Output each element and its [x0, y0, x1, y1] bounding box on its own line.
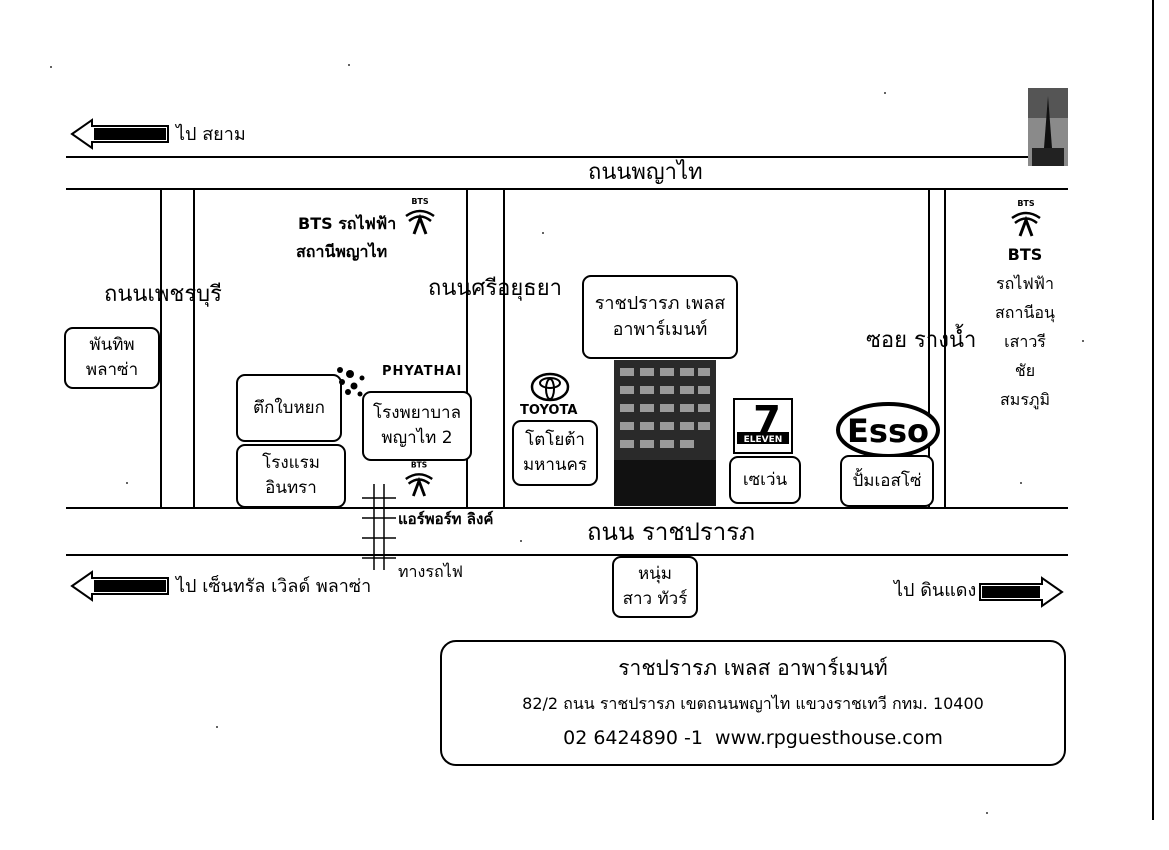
to-central-world-label: ไป เซ็นทรัล เวิลด์ พลาซ่า — [176, 576, 372, 597]
svg-text:BTS: BTS — [411, 461, 427, 470]
scan-speck — [216, 726, 218, 728]
scan-speck — [1020, 482, 1022, 484]
info-address: 82/2 ถนน ราชปรารภ เขตถนนพญาไท แขวงราชเทว… — [522, 693, 984, 713]
place-line: ตึกใบหยก — [253, 397, 325, 418]
ratchaprarop-road-top-edge — [66, 507, 1068, 509]
num-sao-tour-box: หนุ่ม สาว ทัวร์ — [612, 556, 698, 618]
airport-link-label: แอร์พอร์ท ลิงค์ — [398, 510, 494, 528]
place-line: โตโยต้า — [525, 430, 585, 451]
bts-phaya-thai-line2: สถานีพญาไท — [296, 242, 388, 261]
soi-rang-nam-right-edge — [944, 189, 946, 507]
place-line: โรงแรม — [262, 453, 320, 474]
bts-victory-line: สมรภูมิ — [1000, 390, 1050, 409]
scan-speck — [520, 540, 522, 542]
scan-speck — [50, 66, 52, 68]
phaya-thai-road-top-edge — [66, 156, 1068, 158]
ratchaprarop-place-apartment-box: ราชปรารภ เพลส อาพาร์เมนท์ — [582, 275, 738, 359]
pantip-plaza-box: พันทิพ พลาซ่า — [64, 327, 160, 389]
place-line: โรงพยาบาล — [372, 403, 462, 424]
place-line: หนุ่ม — [637, 564, 673, 585]
place-line: พลาซ่า — [85, 360, 139, 380]
info-name: ราชปรารภ เพลส อาพาร์เมนท์ — [618, 656, 888, 681]
address-info-box: ราชปรารภ เพลส อาพาร์เมนท์ 82/2 ถนน ราชปร… — [440, 640, 1066, 766]
to-central-world-arrow-icon — [70, 570, 169, 602]
to-siam-label: ไป สยาม — [176, 124, 246, 145]
to-din-daeng-label: ไป ดินแดง — [894, 580, 977, 601]
place-line: เซเว่น — [742, 469, 788, 490]
to-siam-arrow-icon — [70, 118, 169, 150]
bts-victory-logo-icon: BTS — [1011, 199, 1041, 237]
place-line: สาว ทัวร์ — [622, 589, 688, 609]
soi-rang-nam-left-edge — [928, 189, 930, 507]
place-line: อาพาร์เมนท์ — [612, 319, 708, 340]
bts-victory-line: ชัย — [1014, 361, 1036, 380]
seven-word: ELEVEN — [744, 435, 783, 445]
scan-speck — [348, 64, 350, 66]
phyathai-2-hospital-box: โรงพยาบาล พญาไท 2 — [362, 391, 472, 461]
railway-track-icon — [362, 484, 396, 570]
phyathai-logo-text: PHYATHAI — [382, 364, 463, 379]
svg-text:BTS: BTS — [1017, 199, 1035, 208]
phaya-thai-road-label: ถนนพญาไท — [588, 160, 703, 185]
place-line: ราชปรารภ เพลส — [594, 292, 726, 314]
bts-phaya-thai-logo-icon: BTS — [405, 197, 435, 235]
toyota-logo-icon — [530, 372, 570, 402]
si-ayutthaya-road-left-edge — [466, 189, 468, 507]
airport-link-logo-icon: BTS — [405, 461, 433, 497]
baiyoke-tower-box: ตึกใบหยก — [236, 374, 342, 442]
soi-rang-nam-label: ซอย รางน้ำ — [866, 328, 977, 353]
railway-label: ทางรถไฟ — [398, 562, 463, 581]
esso-station-box: ปั้มเอสโซ่ — [840, 455, 934, 507]
scan-speck — [542, 232, 544, 234]
phetchaburi-road-right-edge — [193, 189, 195, 507]
seven-eleven-box: เซเว่น — [729, 456, 801, 504]
victory-monument-photo — [1028, 88, 1068, 166]
apartment-building-photo — [614, 360, 716, 506]
svg-text:BTS: BTS — [411, 197, 429, 206]
place-line: มหานคร — [522, 455, 588, 475]
scan-speck — [126, 482, 128, 484]
place-line: พันทิพ — [89, 335, 135, 356]
scan-speck — [1082, 340, 1084, 342]
esso-word: Esso — [847, 412, 929, 450]
phaya-thai-road-bottom-edge — [66, 188, 1068, 190]
seven-eleven-logo-icon: 7 ELEVEN — [733, 398, 793, 454]
si-ayutthaya-road-label: ถนนศรีอยุธยา — [428, 276, 562, 301]
phetchaburi-road-left-edge — [160, 189, 162, 507]
ratchaprarop-road-bottom-edge — [66, 554, 1068, 556]
bts-victory-line: รถไฟฟ้า — [996, 274, 1054, 293]
bts-victory-label: BTS รถไฟฟ้า สถานีอนุ เสาวรี ชัย สมรภูมิ — [980, 240, 1070, 414]
ratchaprarop-road-label: ถนน ราชปรารภ — [587, 518, 755, 546]
bts-phaya-thai-line1: BTS รถไฟฟ้า — [298, 214, 397, 233]
toyota-logo-text: TOYOTA — [520, 403, 578, 418]
bts-victory-line: เสาวรี — [1004, 332, 1046, 351]
bts-victory-line: สถานีอนุ — [995, 303, 1055, 322]
indra-hotel-box: โรงแรม อินทรา — [236, 444, 346, 508]
phyathai-hospital-logo-icon — [337, 367, 365, 397]
to-din-daeng-arrow-icon — [979, 576, 1064, 608]
bts-victory-line: BTS — [1007, 245, 1043, 264]
scan-speck — [986, 812, 988, 814]
esso-logo-icon: Esso — [836, 402, 940, 458]
place-line: ปั้มเอสโซ่ — [852, 470, 922, 491]
toyota-mahanakorn-box: โตโยต้า มหานคร — [512, 420, 598, 486]
scan-speck — [884, 92, 886, 94]
info-contact: 02 6424890 -1 www.rpguesthouse.com — [563, 727, 943, 750]
phetchaburi-road-label: ถนนเพชรบุรี — [104, 282, 222, 307]
place-line: อินทรา — [265, 478, 317, 498]
si-ayutthaya-road-right-edge — [503, 189, 505, 507]
page-right-border — [1152, 0, 1154, 820]
place-line: พญาไท 2 — [381, 428, 453, 448]
